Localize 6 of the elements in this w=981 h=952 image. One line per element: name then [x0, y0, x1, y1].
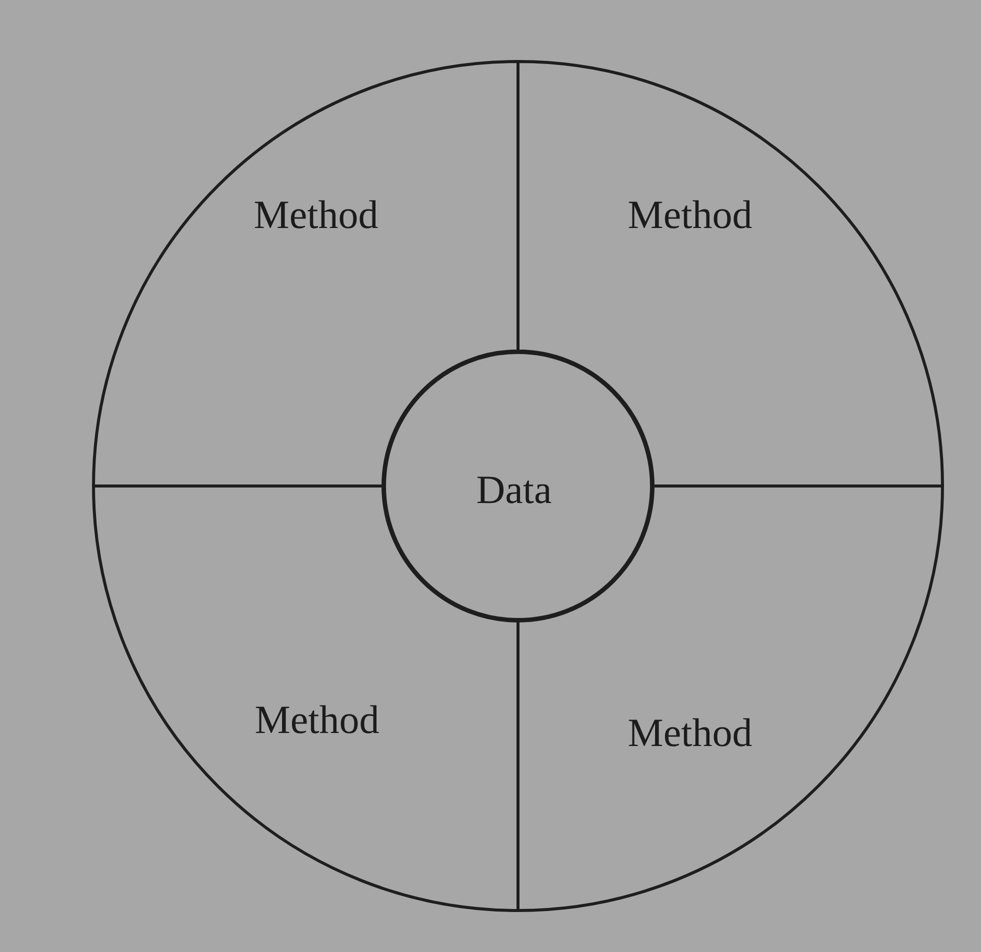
quadrant-label: Method: [254, 697, 380, 743]
quadrant-label: Method: [628, 192, 752, 238]
center-circle: [383, 351, 653, 621]
quadrant-label: Method: [254, 192, 378, 238]
quadrant-label: Method: [628, 710, 752, 756]
circle-label: Data: [476, 467, 552, 513]
